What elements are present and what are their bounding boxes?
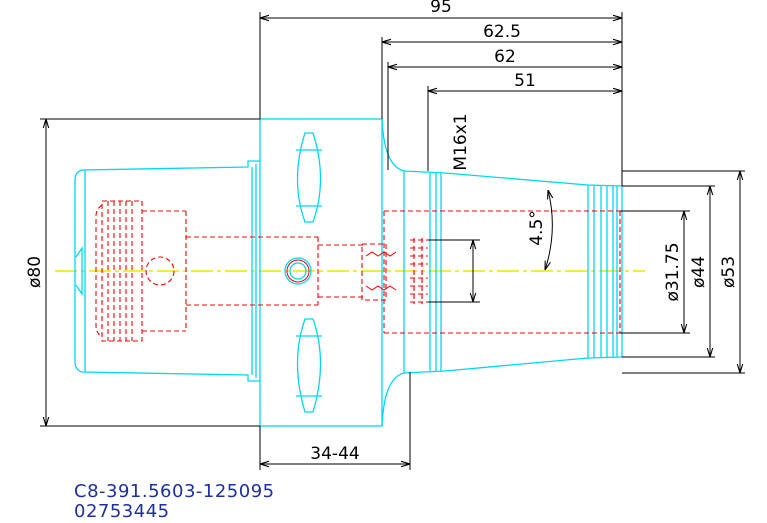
drive-slot-lower	[296, 318, 322, 413]
dimension-lines	[46, 18, 740, 464]
hidden-detail	[95, 200, 621, 342]
dim-overall-length: 95	[430, 0, 452, 17]
dim-length-c: 51	[514, 71, 536, 91]
thread-detail	[286, 251, 397, 291]
dim-dia-bore: ø31.75	[663, 242, 683, 301]
extension-lines	[40, 12, 745, 470]
part-outline	[74, 118, 623, 427]
angle-arc	[545, 190, 552, 270]
dim-thread: M16x1	[451, 113, 471, 170]
dim-angle: 4.5°	[527, 210, 547, 246]
order-number: 02753445	[74, 501, 170, 522]
dim-length-a: 62.5	[483, 22, 521, 42]
dim-dia-body: ø80	[25, 256, 45, 288]
dim-length-b: 62	[494, 47, 516, 67]
part-number: C8-391.5603-125095	[74, 481, 275, 502]
drive-slot-upper	[296, 132, 322, 223]
dim-dia-inner: ø44	[689, 256, 709, 288]
dim-flange-range: 34-44	[310, 444, 359, 464]
dim-dia-outer: ø53	[719, 256, 739, 288]
